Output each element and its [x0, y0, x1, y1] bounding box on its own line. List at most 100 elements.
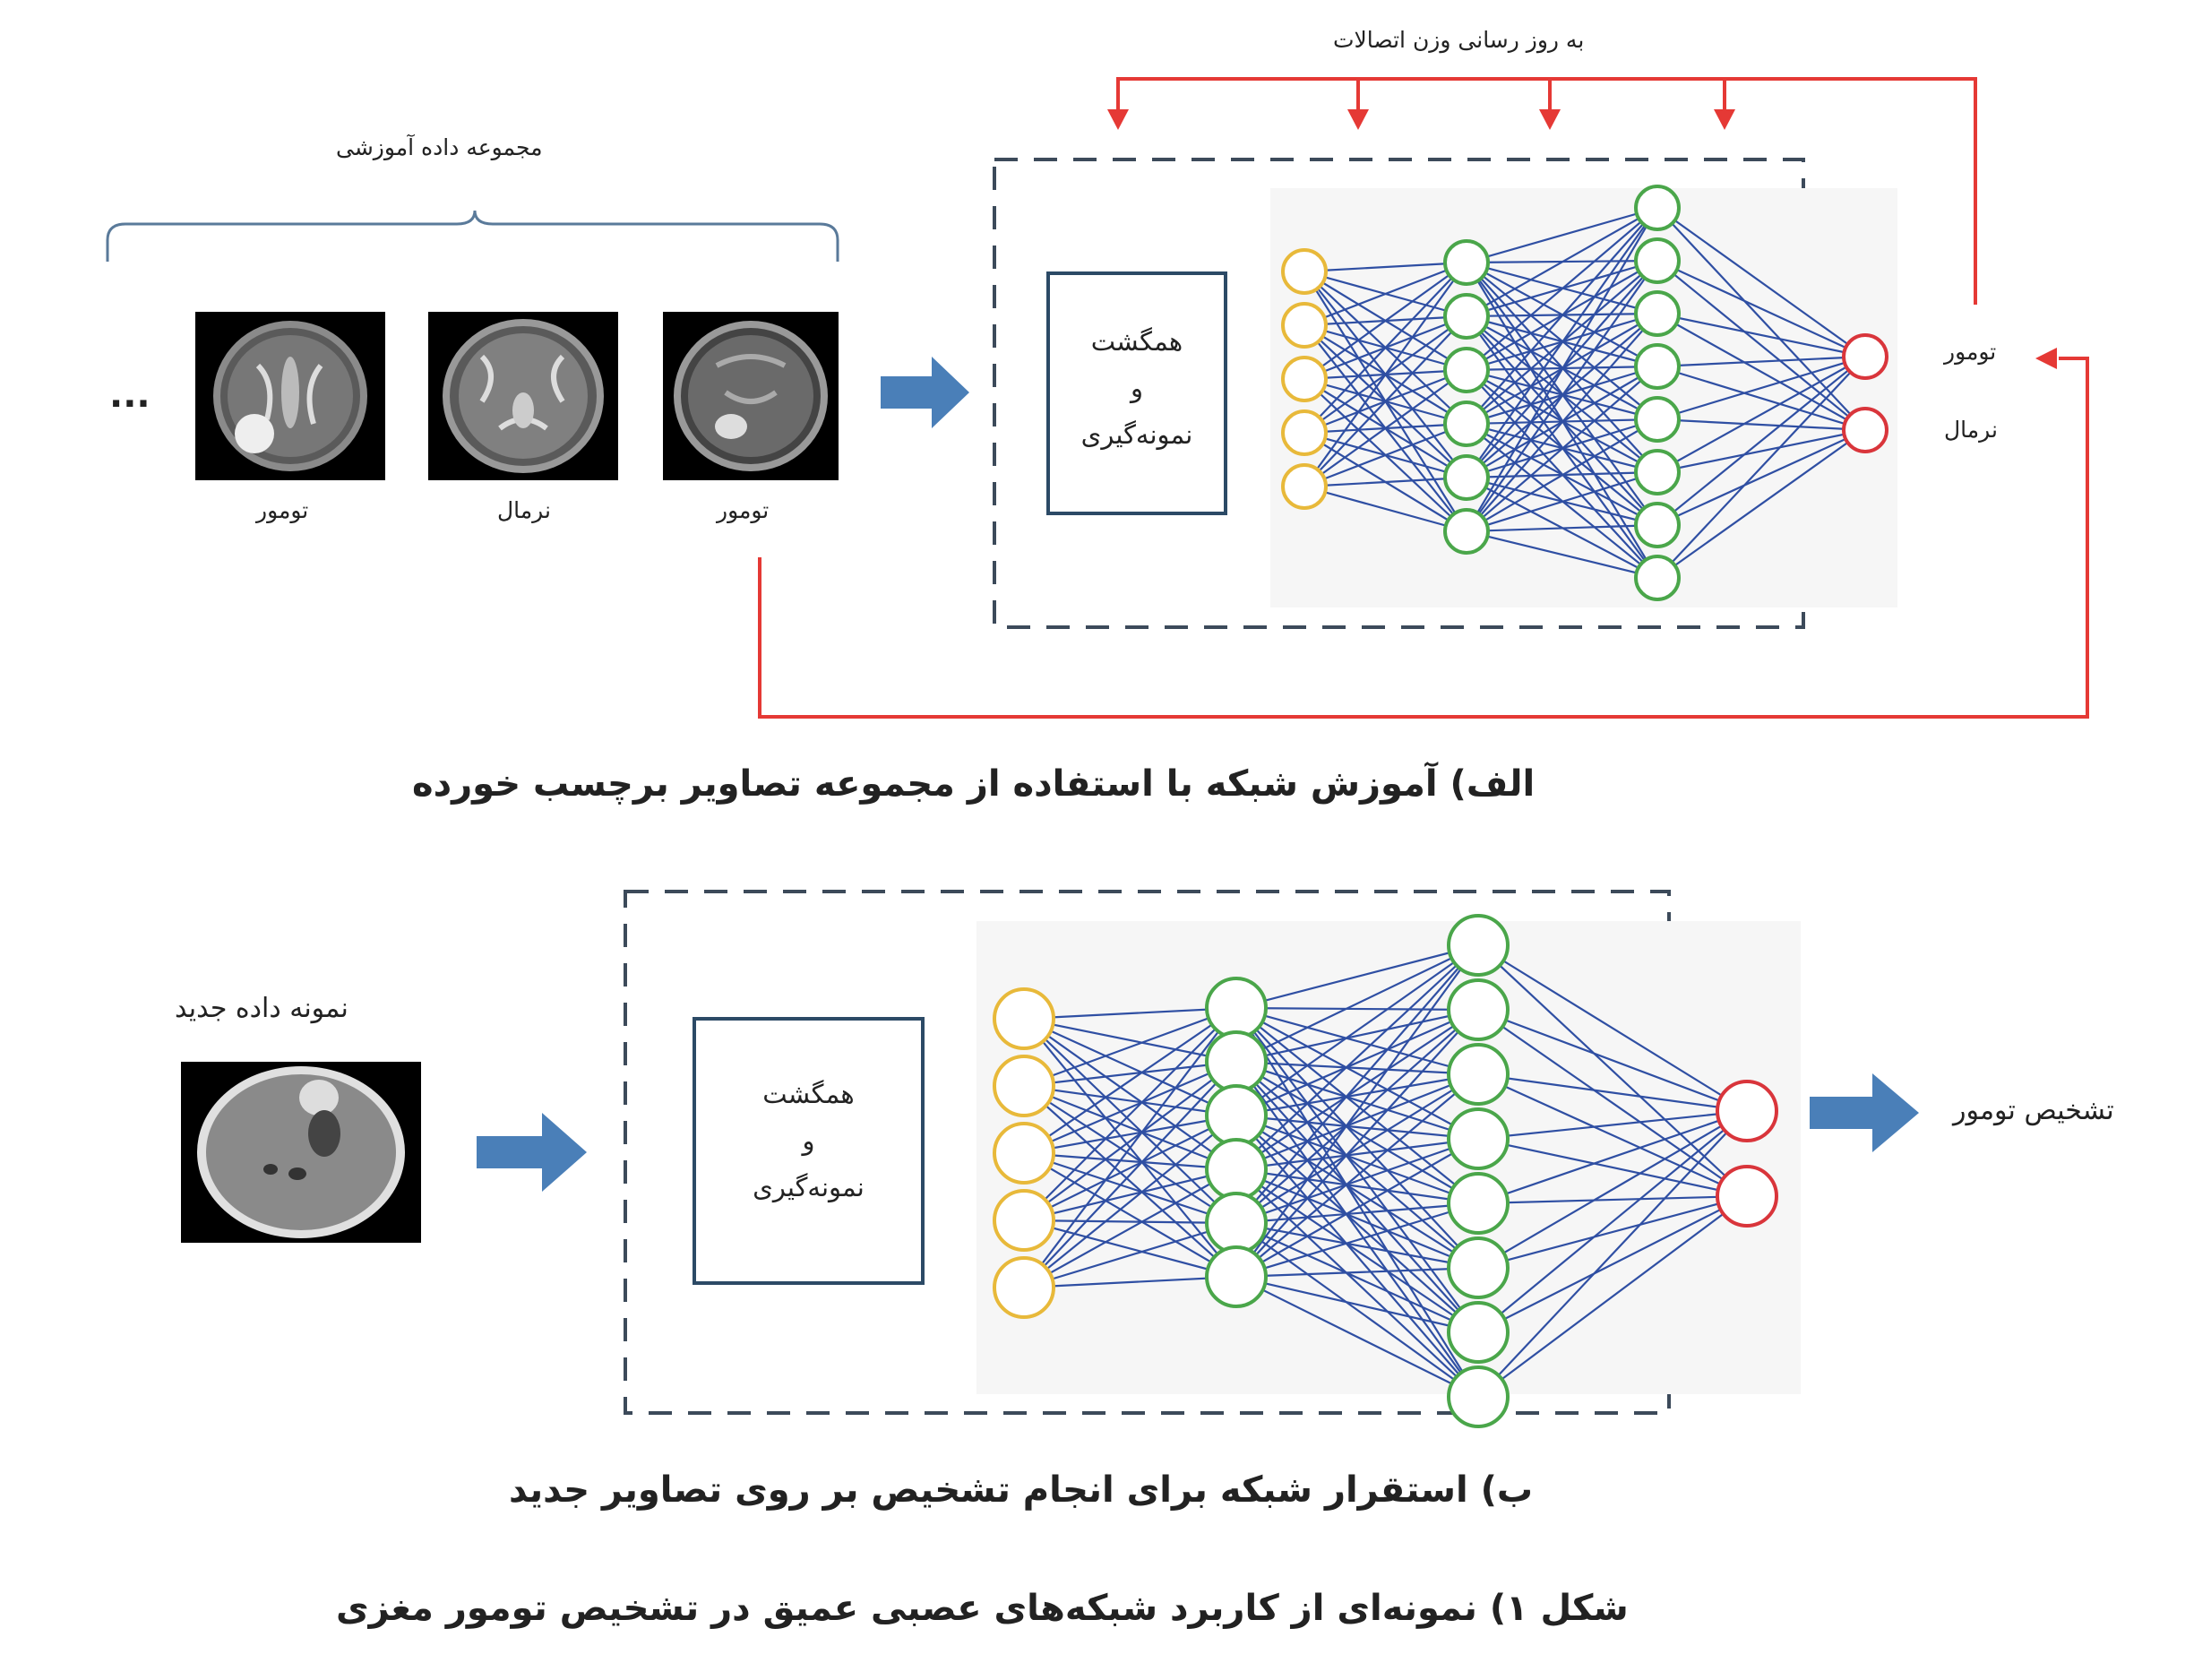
caption-a: الف) آموزش شبکه با استفاده از مجموعه تصا…: [412, 763, 1536, 805]
hidden-node: [1634, 449, 1681, 495]
conv-pool-text-b: همگشت و نمونه‌گیری: [694, 1071, 923, 1210]
network-edge: [1477, 944, 1748, 1197]
network-edge: [1235, 1138, 1479, 1278]
network-edge: [1235, 1006, 1479, 1076]
network-edge: [1235, 1007, 1479, 1269]
network-edge: [1466, 207, 1658, 532]
network-edge: [1235, 944, 1479, 1063]
output-arrow-b: [1810, 1073, 1919, 1152]
network-edge: [1023, 1060, 1237, 1088]
network-edge: [1235, 944, 1479, 1116]
input-arrow-a: [881, 357, 969, 428]
output-label-normal: نرمال: [1944, 417, 1998, 443]
conv-line2: و: [802, 1125, 815, 1156]
network-edge: [1235, 1008, 1479, 1064]
neural-network-b: [993, 914, 1778, 1428]
network-edge: [1235, 1061, 1479, 1269]
arrow-left-icon: [2035, 348, 2057, 369]
network-edge: [1023, 1221, 1237, 1289]
hidden-node: [1634, 502, 1681, 548]
network-edge: [1023, 1006, 1237, 1021]
network-edge: [1477, 1194, 1748, 1270]
input-node: [993, 1256, 1055, 1319]
figure-caption: شکل ۱) نمونه‌ای از کاربرد شبکه‌های عصبی …: [336, 1588, 1629, 1629]
network-edge: [1466, 207, 1658, 371]
network-edge: [1303, 261, 1467, 273]
hidden-node: [1634, 237, 1681, 284]
network-edge: [1023, 1167, 1237, 1222]
network-edge: [1656, 429, 1866, 579]
network-edge: [1235, 1006, 1479, 1012]
network-edge: [1235, 1167, 1479, 1205]
output-node: [1716, 1165, 1778, 1228]
image-label-1: تومور: [256, 497, 309, 523]
network-edge: [1477, 944, 1748, 1112]
network-edge: [1656, 356, 1866, 579]
network-edge: [1235, 1115, 1479, 1333]
output-label-tumor: تومور: [1944, 339, 1997, 365]
network-edge: [1235, 1060, 1479, 1076]
network-edge: [1466, 207, 1658, 478]
network-edge: [1235, 1073, 1479, 1278]
new-sample-label: نمونه داده جدید: [175, 993, 348, 1024]
input-node: [1281, 248, 1328, 295]
network-edge: [1466, 207, 1658, 425]
network-edge: [1023, 1007, 1237, 1288]
network-edge: [1235, 944, 1479, 1170]
network-edge: [1466, 366, 1658, 532]
input-arrow-b: [477, 1113, 587, 1192]
network-edge: [1023, 1007, 1237, 1221]
hidden-node: [1443, 239, 1490, 286]
network-edge: [1023, 1152, 1237, 1278]
network-edge: [1023, 1084, 1237, 1117]
network-edge: [1235, 1266, 1479, 1279]
network-edge: [1235, 1061, 1479, 1333]
network-edge: [1656, 260, 1866, 431]
network-edge: [1477, 1109, 1748, 1141]
network-edge: [1303, 262, 1467, 487]
network-edge: [1235, 1061, 1479, 1204]
conv-pool-text-a: همگشت و نمونه‌گیری: [1048, 318, 1226, 458]
network-edge: [1235, 1137, 1479, 1225]
network-edge: [1477, 1110, 1748, 1333]
arrow-down-icon: [1347, 109, 1369, 130]
network-edge: [1235, 1275, 1479, 1334]
diagnosis-label: تشخیص تومور: [1953, 1095, 2114, 1126]
network-edge: [1303, 262, 1467, 380]
ellipsis: ...: [109, 375, 151, 416]
conv-pool-box-a: [1046, 271, 1227, 515]
network-edge: [1656, 312, 1866, 358]
network-edge: [1656, 260, 1866, 358]
network-edge: [1303, 261, 1467, 327]
conv-line3: نمونه‌گیری: [753, 1172, 865, 1202]
network-edge: [1303, 485, 1467, 533]
conv-line2: و: [1130, 373, 1143, 403]
conv-line3: نمونه‌گیری: [1080, 419, 1193, 450]
network-edge: [1303, 369, 1467, 487]
network-edge: [1477, 1110, 1748, 1269]
network-edge: [1235, 1073, 1479, 1224]
network-edge: [1235, 1007, 1479, 1333]
network-edge: [1023, 1085, 1237, 1278]
output-node: [1842, 407, 1888, 453]
network-edge: [1023, 1006, 1237, 1088]
network-edge: [1303, 476, 1467, 488]
network-edge: [1477, 1109, 1748, 1205]
hidden-node: [1447, 1172, 1510, 1235]
hidden-node: [1634, 343, 1681, 390]
hidden-node: [1205, 1030, 1268, 1093]
network-edge: [1235, 1202, 1479, 1279]
weight-update-label: به روز رسانی وزن اتصالات: [1333, 27, 1585, 53]
network-edge: [1477, 1110, 1748, 1398]
hidden-node: [1447, 1043, 1510, 1106]
network-edge: [1235, 1115, 1479, 1398]
output-node: [1716, 1080, 1778, 1142]
mri-image-tumor-2: [663, 312, 839, 480]
network-edge: [1235, 943, 1479, 1010]
network-edge: [1235, 1137, 1479, 1171]
network-edge: [1023, 1219, 1237, 1225]
network-edge: [1235, 1168, 1479, 1398]
network-edge: [1656, 365, 1866, 432]
hidden-node: [1205, 1245, 1268, 1308]
mri-image-new: [181, 1062, 421, 1243]
